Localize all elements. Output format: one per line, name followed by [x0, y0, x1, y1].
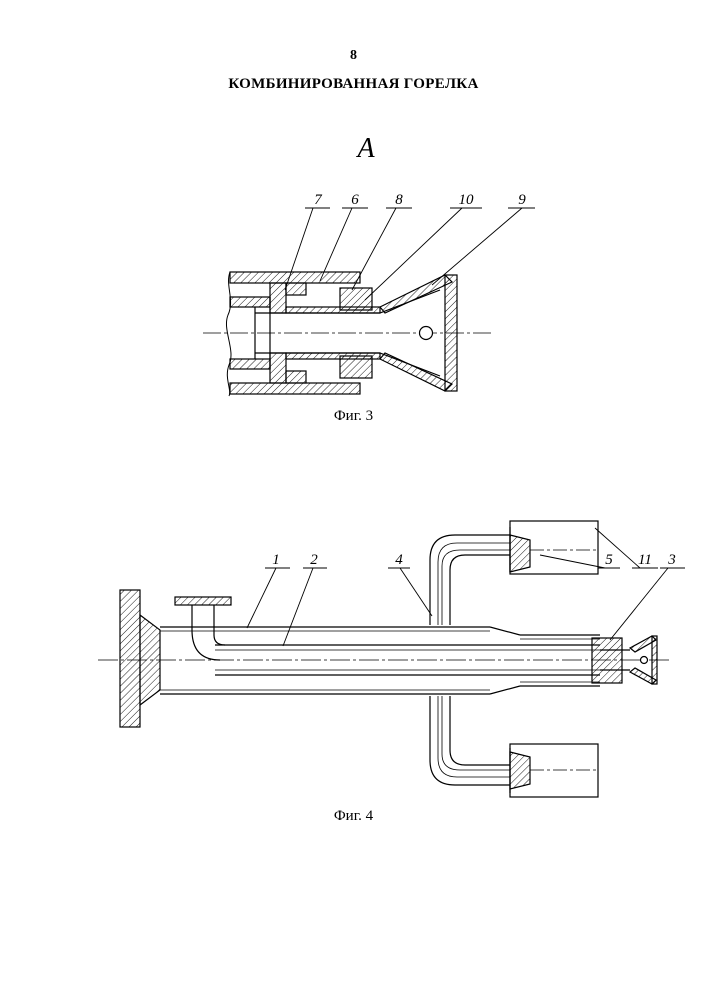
leaders-fig4 — [247, 528, 685, 646]
figure-4-caption: Фиг. 4 — [0, 808, 707, 825]
callout-2: 2 — [310, 552, 318, 568]
callout-8: 8 — [395, 192, 403, 208]
figure-3-caption: Фиг. 3 — [0, 408, 707, 425]
outer-pipe-wall-top — [230, 272, 360, 283]
sleeve-step-bottom — [286, 371, 306, 383]
ring-7-bottom — [230, 359, 270, 369]
gas-elbow-inner — [214, 605, 225, 645]
callout-10: 10 — [459, 192, 475, 208]
tube-wall-top — [286, 307, 380, 313]
cone-9-top — [380, 275, 452, 313]
callout-7: 7 — [314, 192, 323, 208]
nozzle-flange — [445, 275, 457, 391]
tip-assembly-3 — [592, 638, 622, 683]
break-line — [226, 272, 231, 396]
callout-9: 9 — [518, 192, 526, 208]
inlet-hub — [140, 615, 160, 705]
sleeve-6-top — [270, 283, 286, 313]
leaders-fig3 — [285, 208, 535, 300]
upper-nozzle — [510, 535, 530, 572]
ring-7-top — [230, 297, 270, 307]
view-letter: A — [355, 133, 375, 164]
tube-wall-bottom — [286, 353, 380, 359]
gas-inlet-flange — [175, 597, 231, 605]
outer-pipe-wall-bottom — [230, 383, 360, 394]
callout-4: 4 — [395, 552, 403, 568]
figure-4: 1 2 4 5 11 3 — [98, 521, 685, 797]
cone-9-bottom — [380, 353, 452, 391]
callout-3: 3 — [667, 552, 676, 568]
figure-3: A — [203, 133, 535, 396]
callout-11: 11 — [638, 552, 652, 568]
callout-6: 6 — [351, 192, 359, 208]
callout-1: 1 — [272, 552, 280, 568]
sleeve-6-bottom — [270, 353, 286, 383]
callout-5: 5 — [605, 552, 613, 568]
tip-face — [652, 636, 657, 684]
sleeve-step-top — [286, 283, 306, 295]
nozzle-hole — [420, 327, 433, 340]
gas-elbow-outer — [192, 605, 220, 660]
lower-nozzle — [510, 752, 530, 789]
inlet-flange — [120, 590, 140, 727]
